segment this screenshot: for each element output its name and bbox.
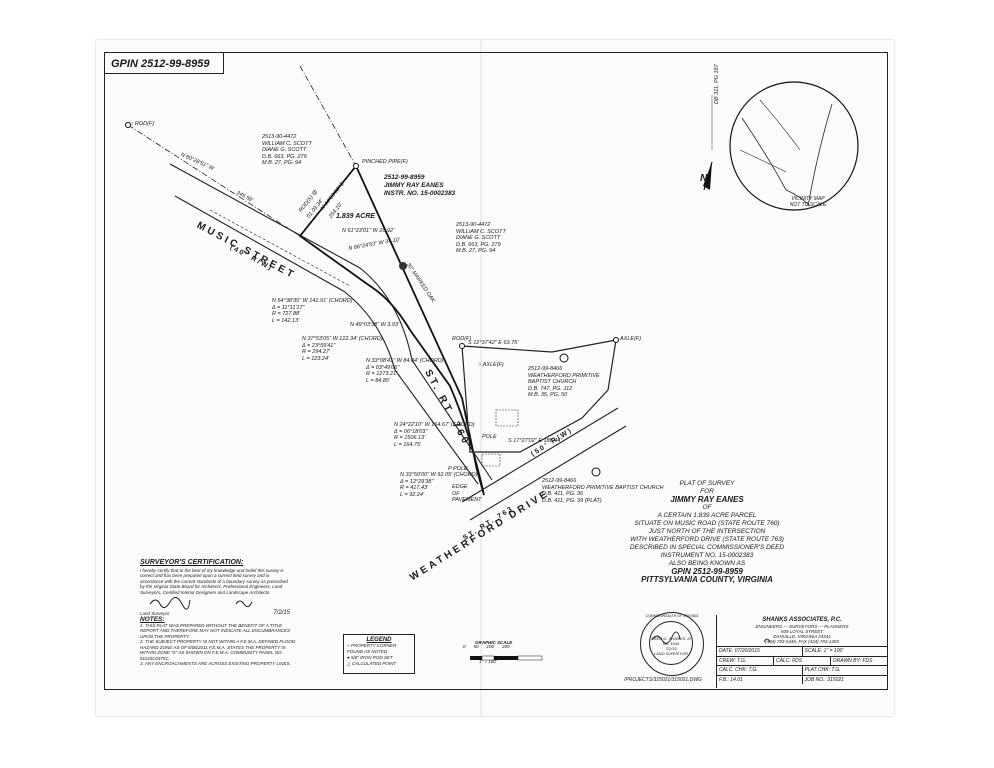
rod-found-marker-2 [459, 343, 465, 349]
cert-date: 7/2/15 [273, 610, 290, 616]
rod-found-label: ○ ROD(F) [130, 121, 155, 127]
title-block: PLAT OF SURVEY FOR JIMMY RAY EANES OF A … [629, 480, 785, 584]
surveyor-signature [149, 597, 191, 610]
scale-bar-seg1 [470, 656, 482, 660]
vicinity-road-1 [741, 117, 811, 207]
weatherford-line-2 [469, 425, 627, 521]
pole-label: POLE [482, 434, 497, 440]
rod-found-marker [125, 122, 131, 128]
curve-4: N 24°22'10" W 164.67' (CHORD)Δ = 06°18'0… [394, 422, 475, 448]
curve-5: N 33°50'00" W 92.05' (CHORD)Δ = 12°29'38… [400, 472, 478, 498]
calc-check-initials [763, 638, 771, 643]
legend-box: LEGEND ○ PROPERTY CORNER FOUND AS NOTED … [343, 634, 415, 674]
bearing-1: N 61°23'01" W 26.92' [342, 228, 395, 234]
parcel-number-circle-2 [591, 467, 601, 477]
vicinity-road-2 [807, 103, 833, 207]
surveyor-seal: FRED G. SHANKS, III No. 1544 7/2/15 LAND… [640, 612, 704, 676]
gpin-label: GPIN 2512-99-8959 [104, 52, 224, 74]
curve-2: N 37°53'05" W 122.34' (CHORD)Δ = 23°59'4… [302, 336, 383, 362]
north-boundary [299, 65, 357, 167]
bearing-5: S 17°27'02" E 188.44' [508, 438, 562, 444]
edge-pavement-label: EDGE OF PAVEMENT [452, 484, 482, 503]
rod-found-label-2: ROD(F) [452, 336, 472, 342]
bearing-3: N 49°03'38" W 3.93' [350, 322, 400, 328]
found-corner-icon: ○ [347, 643, 351, 648]
project-path: /PROJECTS/315021/315021.DWG [624, 677, 702, 683]
vicinity-map-circle [729, 81, 859, 211]
music-street-line-2 [174, 195, 479, 485]
nw-boundary [127, 124, 301, 237]
surveyor-certification: SURVEYOR'S CERTIFICATION: I hereby certi… [140, 559, 290, 616]
scale-bar-seg4 [517, 655, 543, 661]
pinched-pipe-marker [353, 163, 359, 169]
vicinity-road-4 [739, 149, 787, 173]
weatherford-line-1 [461, 407, 619, 503]
pinched-pipe-label: PINCHED PIPE(F) [362, 159, 408, 165]
building-outline-1 [495, 409, 519, 427]
curve-3: N 33°08'41" W 84.84' (CHORD)Δ = 03°49'06… [366, 358, 444, 384]
vicinity-road-3 [759, 99, 801, 151]
music-street-centerline [209, 209, 351, 287]
marked-oak-marker [399, 262, 407, 270]
firm-title-block: SHANKS ASSOCIATES, P.C. ENGINEERS — SURV… [716, 615, 887, 688]
bearing-4: S 12°37'42" E 63.75' [468, 340, 519, 346]
parcel-number-circle-1 [559, 353, 569, 363]
notes-block: NOTES: 1. THIS PLAT WAS PREPARED WITHOUT… [140, 616, 295, 666]
north-arrow-head [703, 162, 712, 190]
acreage-label: 1.839 ACRE [336, 213, 376, 220]
axle-found-label-2: ○ AXLE(F) [478, 362, 504, 368]
paper-sheet [96, 40, 894, 716]
building-outline-2 [481, 453, 501, 467]
axle-found-label: AXLE(F) [620, 336, 642, 342]
subject-parcel-boundary [298, 164, 485, 496]
pole-label-2: P POLE [448, 466, 468, 472]
scale-bar-seg3 [494, 656, 518, 660]
signature-date [235, 600, 253, 607]
axle-found-marker [613, 337, 619, 343]
curve-1: N 54°38'35" W 141.91' (CHORD)Δ = 11°11'1… [272, 298, 353, 324]
plat-border [104, 52, 888, 690]
paper-fold [480, 40, 482, 716]
signer-label: Land Surveyor [140, 611, 170, 616]
rod-set-icon: ● [347, 655, 351, 660]
vicinity-ref-label: DB 311, PG 187 [714, 64, 720, 104]
calc-point-icon: △ [347, 661, 352, 666]
church-parcel-boundary [461, 339, 617, 453]
north-label: N [700, 173, 708, 184]
